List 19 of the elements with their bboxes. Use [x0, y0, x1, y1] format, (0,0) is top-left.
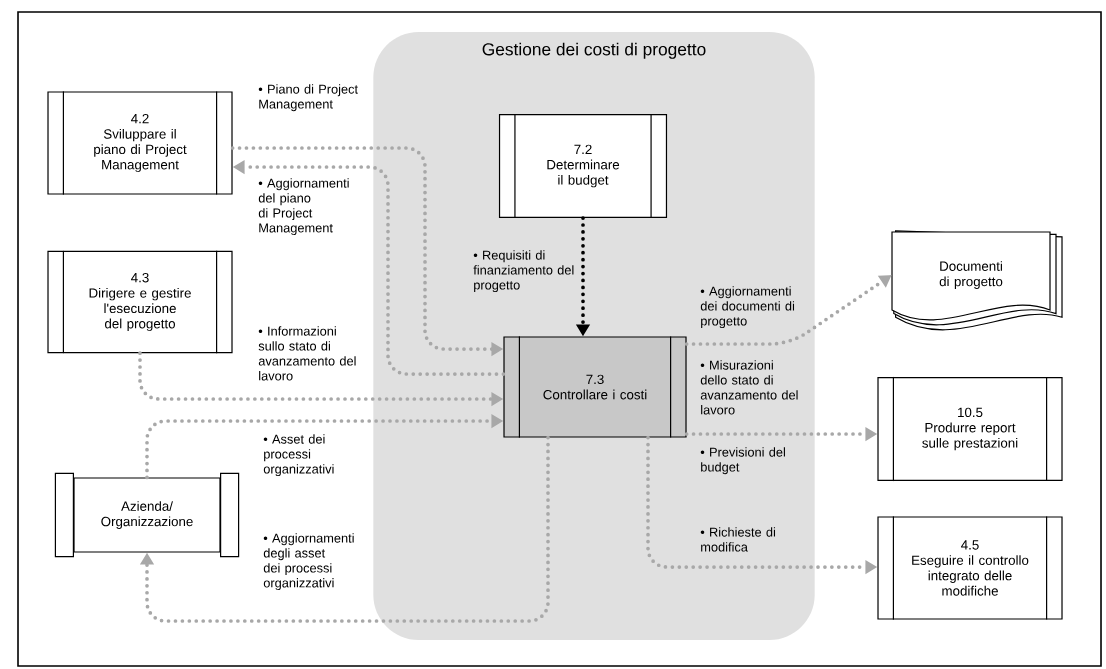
- edge-label: • Asset dei processi organizzativi: [263, 434, 334, 477]
- edge-label: • Richieste di modifica: [700, 527, 775, 552]
- process-box: 7.3 Controllare i costi: [503, 335, 687, 439]
- process-box: 4.2 Sviluppare il piano di Project Management: [47, 90, 233, 196]
- process-box: 4.5 Eseguire il controllo integrato delle modifiche: [877, 515, 1063, 621]
- edge-label: • Aggiornamenti degli asset dei processi organizzativi: [263, 533, 354, 590]
- arrow: [139, 435, 550, 623]
- edge-label: • Aggiornamenti dei documenti di progetto: [700, 286, 794, 329]
- edge-label: • Misurazioni dello stato di avanzamento del lavoro: [700, 360, 798, 415]
- edge-label: • Requisiti di finanziamento del progetto: [473, 250, 574, 293]
- document-stack: Documenti di progetto: [891, 230, 1063, 331]
- flow-label: • Previsioni del budget: [700, 447, 785, 475]
- edge-label: • Piano di Project Management: [258, 84, 358, 112]
- process-box: 4.3 Dirigere e gestire l'esecuzione del progetto: [47, 250, 233, 354]
- organization-box: Azienda/ Organizzazione: [54, 472, 240, 558]
- process-box: 10.5 Produrre report sulle prestazioni: [877, 376, 1063, 482]
- edge-label: • Aggiornamenti del piano di Project Management: [258, 178, 349, 235]
- process-box: 7.2 Determinare il budget: [498, 113, 668, 219]
- edge-label: • Informazioni sullo stato di avanzamento del lavoro: [258, 326, 356, 381]
